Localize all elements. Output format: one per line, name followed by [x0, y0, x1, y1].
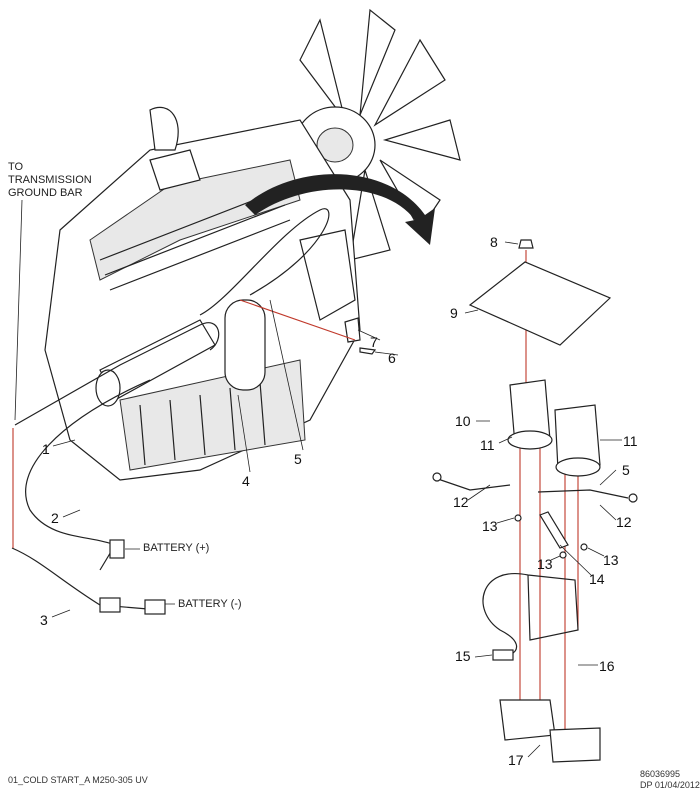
battery-neg-terminal-b: [144, 599, 166, 615]
callout-11: 11: [623, 433, 638, 449]
cable-1: [14, 208, 330, 426]
to-transmission-line1: TO: [8, 161, 24, 173]
callout-10: 10: [455, 413, 471, 429]
callout-13: 13: [537, 556, 553, 572]
callout-5: 5: [622, 462, 630, 478]
callout-1: 1: [42, 441, 50, 457]
to-transmission-line2: TRANSMISSION: [8, 174, 92, 186]
footer-drawing-id: 86036995: [640, 769, 680, 779]
callout-13: 13: [603, 552, 619, 568]
callout-5: 5: [294, 451, 302, 467]
battery-negative-label: BATTERY (-): [178, 598, 242, 610]
callout-8: 8: [490, 234, 498, 250]
exploded-kit: [432, 239, 638, 763]
battery-pos-terminal: [109, 539, 125, 559]
callout-2: 2: [51, 510, 59, 526]
to-transmission-line3: GROUND BAR: [8, 187, 83, 199]
cable-2: [25, 379, 151, 571]
callout-13: 13: [482, 518, 498, 534]
battery-positive-label: BATTERY (+): [143, 542, 209, 554]
callout-15: 15: [455, 648, 471, 664]
callout-12: 12: [453, 494, 469, 510]
callout-14: 14: [589, 571, 605, 587]
footer-drawing-name: 01_COLD START_A M250-305 UV: [8, 775, 148, 785]
battery-neg-terminal-a: [99, 597, 121, 613]
callout-4: 4: [242, 473, 250, 489]
callout-6: 6: [388, 350, 396, 366]
callout-11: 11: [480, 437, 495, 453]
cable-3: [11, 547, 161, 611]
callout-7: 7: [370, 334, 378, 350]
footer-date: DP 01/04/2012: [640, 780, 700, 790]
callout-12: 12: [616, 514, 632, 530]
callout-16: 16: [599, 658, 615, 674]
engine-block: [44, 106, 361, 481]
arrow-indicator: [245, 174, 435, 245]
callout-17: 17: [508, 752, 524, 768]
callout-9: 9: [450, 305, 458, 321]
callout-3: 3: [40, 612, 48, 628]
